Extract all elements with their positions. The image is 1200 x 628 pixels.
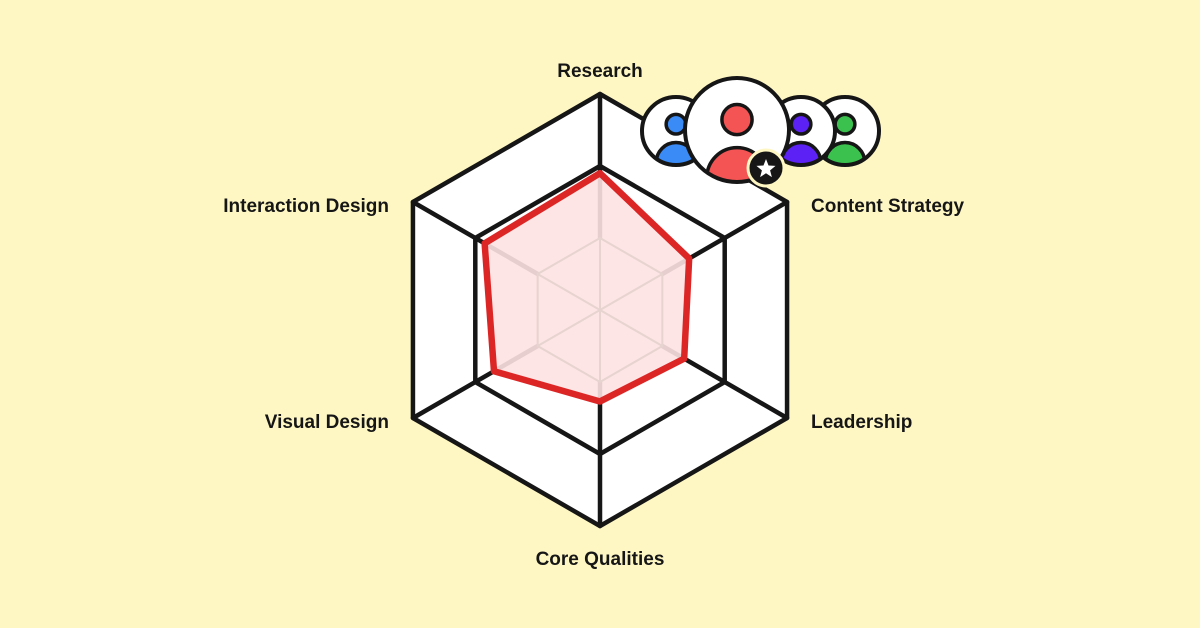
axis-label-content-strategy: Content Strategy	[811, 196, 965, 217]
grid-ring-middle	[473, 163, 727, 457]
grid-spoke-inner-visual-design	[537, 309, 601, 347]
axis-label-interaction-design: Interaction Design	[223, 196, 389, 217]
series-line-0	[481, 169, 693, 405]
grid-spoke-inner-content-strategy	[599, 273, 663, 311]
axis-label-leadership: Leadership	[811, 412, 912, 433]
grid-spoke-inner-interaction-design	[537, 273, 601, 311]
star-badge-icon	[746, 148, 786, 188]
axis-label-core-qualities: Core Qualities	[536, 549, 665, 570]
axis-label-research: Research	[557, 61, 643, 82]
series-area-0	[484, 173, 690, 402]
grid-spoke-inner-leadership	[599, 309, 663, 347]
axis-label-visual-design: Visual Design	[265, 412, 389, 433]
star-glyph	[756, 159, 776, 178]
grid-inner-faint	[536, 236, 664, 384]
radar-series	[481, 169, 693, 405]
avatar-group	[640, 76, 881, 188]
